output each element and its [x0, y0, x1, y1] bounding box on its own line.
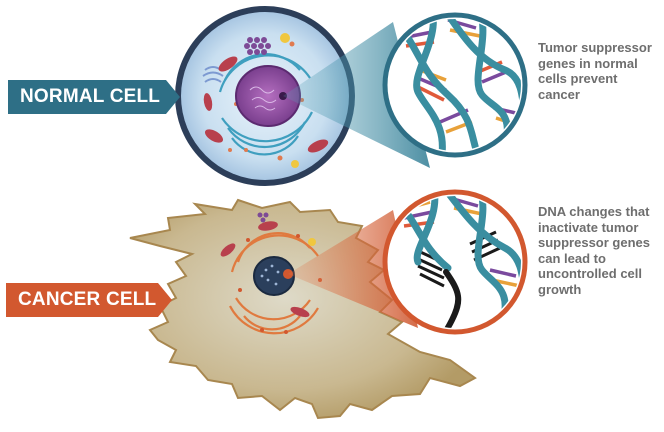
- mitochondrion: [218, 56, 238, 72]
- mitochondrion: [203, 93, 213, 111]
- cancer-cell-label: CANCER CELL: [6, 283, 172, 317]
- cancer-mitochondrion: [290, 306, 310, 318]
- vesicle: [291, 160, 299, 168]
- mitochondrion: [204, 129, 224, 143]
- cancer-dna-broken-strand: [439, 269, 462, 328]
- cancer-dna-magnifier: [382, 189, 528, 335]
- endoplasmic-reticulum: [218, 53, 313, 156]
- chromatin: [249, 86, 277, 111]
- dna-backbone: [391, 19, 521, 151]
- cancer-mitochondrion: [220, 243, 236, 257]
- cancer-cell-illustration: [129, 198, 477, 420]
- vesicle: [280, 33, 290, 43]
- normal-cell-caption: Tumor suppressor genes in normal cells p…: [538, 40, 652, 102]
- cancer-mitochondrion: [258, 221, 278, 231]
- cancer-chromatin: [260, 264, 280, 286]
- normal-dna-magnifier: [382, 12, 528, 158]
- mitochondrion: [307, 139, 329, 153]
- granule-cluster: [244, 37, 271, 55]
- cancer-er: [229, 231, 319, 335]
- normal-cell-label: NORMAL CELL: [8, 80, 180, 114]
- cancer-cell-caption: DNA changes that inactivate tumor suppre…: [538, 204, 650, 297]
- normal-cell-illustration: [175, 6, 355, 186]
- cancer-granule-cluster: [257, 212, 269, 223]
- cancer-vesicle: [308, 238, 316, 246]
- cancer-zoom-cone: [288, 210, 418, 328]
